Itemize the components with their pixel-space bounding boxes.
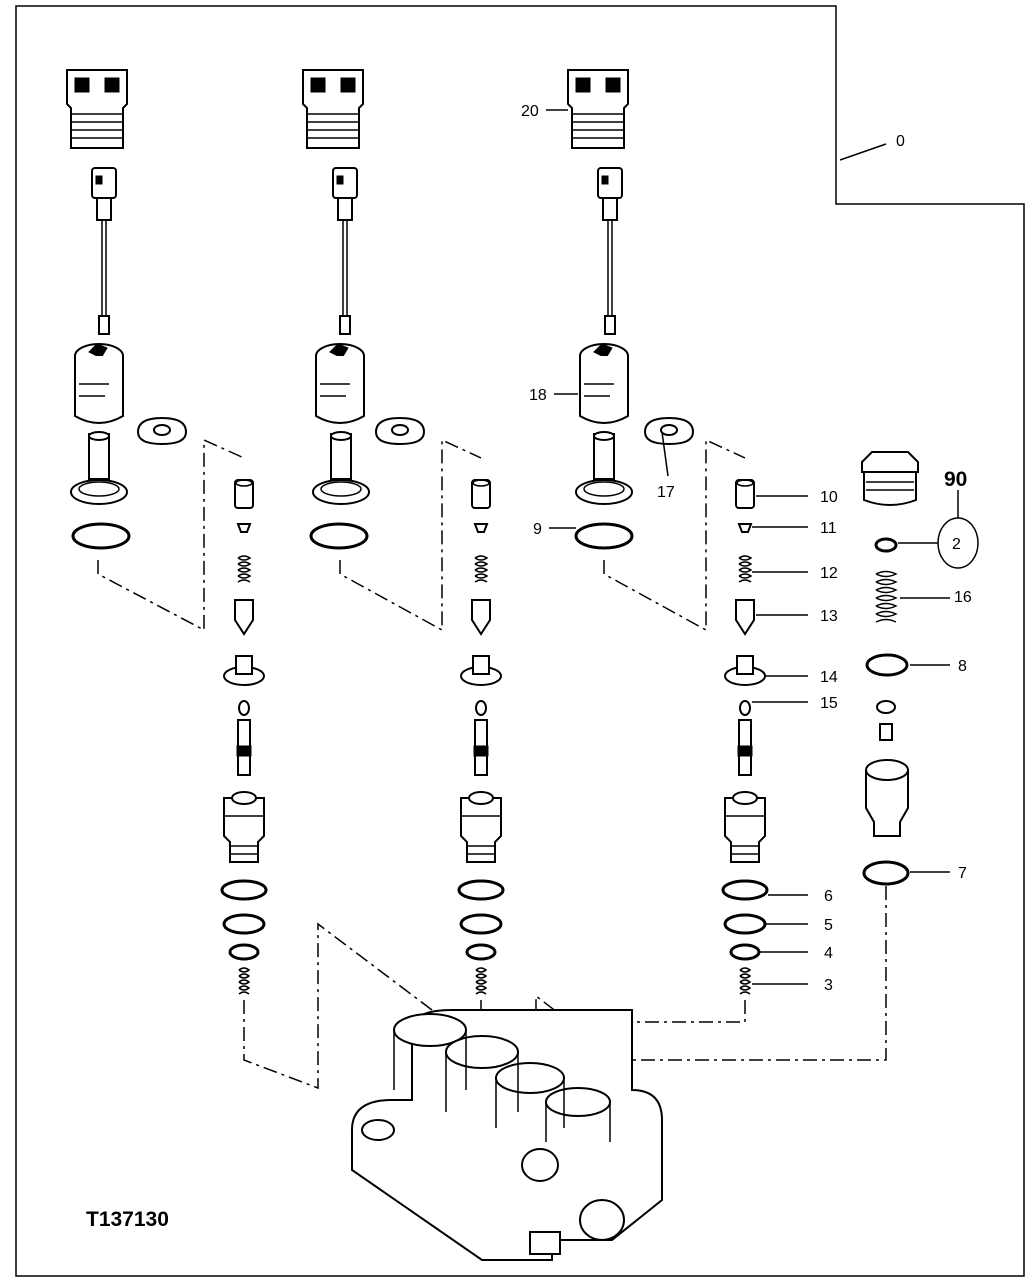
callout-0: 0 <box>839 133 905 161</box>
solenoid-assembly-2 <box>302 69 505 1040</box>
callout-7: 7 <box>910 865 967 882</box>
svg-text:16: 16 <box>954 589 972 606</box>
svg-text:9: 9 <box>533 521 542 538</box>
callout-15: 15 <box>752 695 838 712</box>
svg-text:2: 2 <box>952 536 961 553</box>
callout-5: 5 <box>766 917 833 934</box>
svg-text:0: 0 <box>896 133 905 150</box>
frame-border <box>15 5 1025 1277</box>
callout-13: 13 <box>756 608 838 625</box>
callout-2: 2 <box>898 517 979 569</box>
callout-18: 18 <box>529 387 578 404</box>
svg-text:6: 6 <box>824 888 833 905</box>
svg-text:10: 10 <box>820 489 838 506</box>
svg-text:15: 15 <box>820 695 838 712</box>
svg-text:12: 12 <box>820 565 838 582</box>
callout-9: 9 <box>533 521 576 538</box>
svg-text:8: 8 <box>958 658 967 675</box>
callout-8: 8 <box>910 658 967 675</box>
svg-text:4: 4 <box>824 945 833 962</box>
svg-text:5: 5 <box>824 917 833 934</box>
svg-text:13: 13 <box>820 608 838 625</box>
svg-text:11: 11 <box>820 520 837 537</box>
solenoid-assembly-1 <box>66 69 433 1090</box>
callout-17: 17 <box>657 431 675 501</box>
callout-10: 10 <box>756 489 838 506</box>
svg-text:17: 17 <box>657 484 675 501</box>
solenoid-assembly-3 <box>535 69 769 1090</box>
callout-16: 16 <box>900 589 972 606</box>
svg-text:14: 14 <box>820 669 838 686</box>
callout-4: 4 <box>760 945 833 962</box>
svg-text:3: 3 <box>824 977 833 994</box>
callout-14: 14 <box>766 669 838 686</box>
svg-text:90: 90 <box>944 468 967 491</box>
callout-12: 12 <box>752 565 838 582</box>
callout-11: 11 <box>752 520 837 537</box>
relief-valve-assembly <box>574 451 919 1088</box>
svg-text:20: 20 <box>521 103 539 120</box>
svg-text:18: 18 <box>529 387 547 404</box>
valve-body <box>351 1009 663 1261</box>
figure-id: T137130 <box>86 1208 169 1231</box>
callout-6: 6 <box>768 888 833 905</box>
callout-20: 20 <box>521 103 568 120</box>
callout-3: 3 <box>752 977 833 994</box>
svg-text:7: 7 <box>958 865 967 882</box>
callout-90: 90 <box>944 468 967 518</box>
